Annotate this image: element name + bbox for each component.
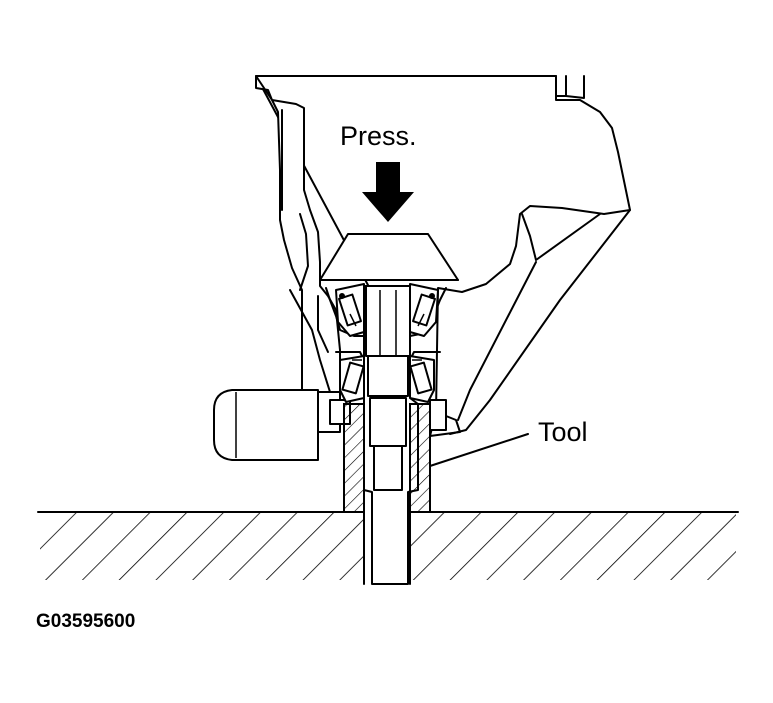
- press-label: Press.: [340, 121, 417, 151]
- tool-label: Tool: [538, 417, 588, 447]
- upper-bearing: [335, 283, 439, 337]
- press-arrow-icon: [362, 162, 414, 222]
- tool-sleeve: [343, 403, 431, 513]
- lower-bearing: [339, 355, 435, 403]
- figure-code: G03595600: [36, 611, 135, 632]
- press-attachment: [319, 233, 459, 281]
- side-cap: [213, 389, 319, 461]
- tool-leader-line: [429, 433, 529, 467]
- shaft: [363, 285, 419, 585]
